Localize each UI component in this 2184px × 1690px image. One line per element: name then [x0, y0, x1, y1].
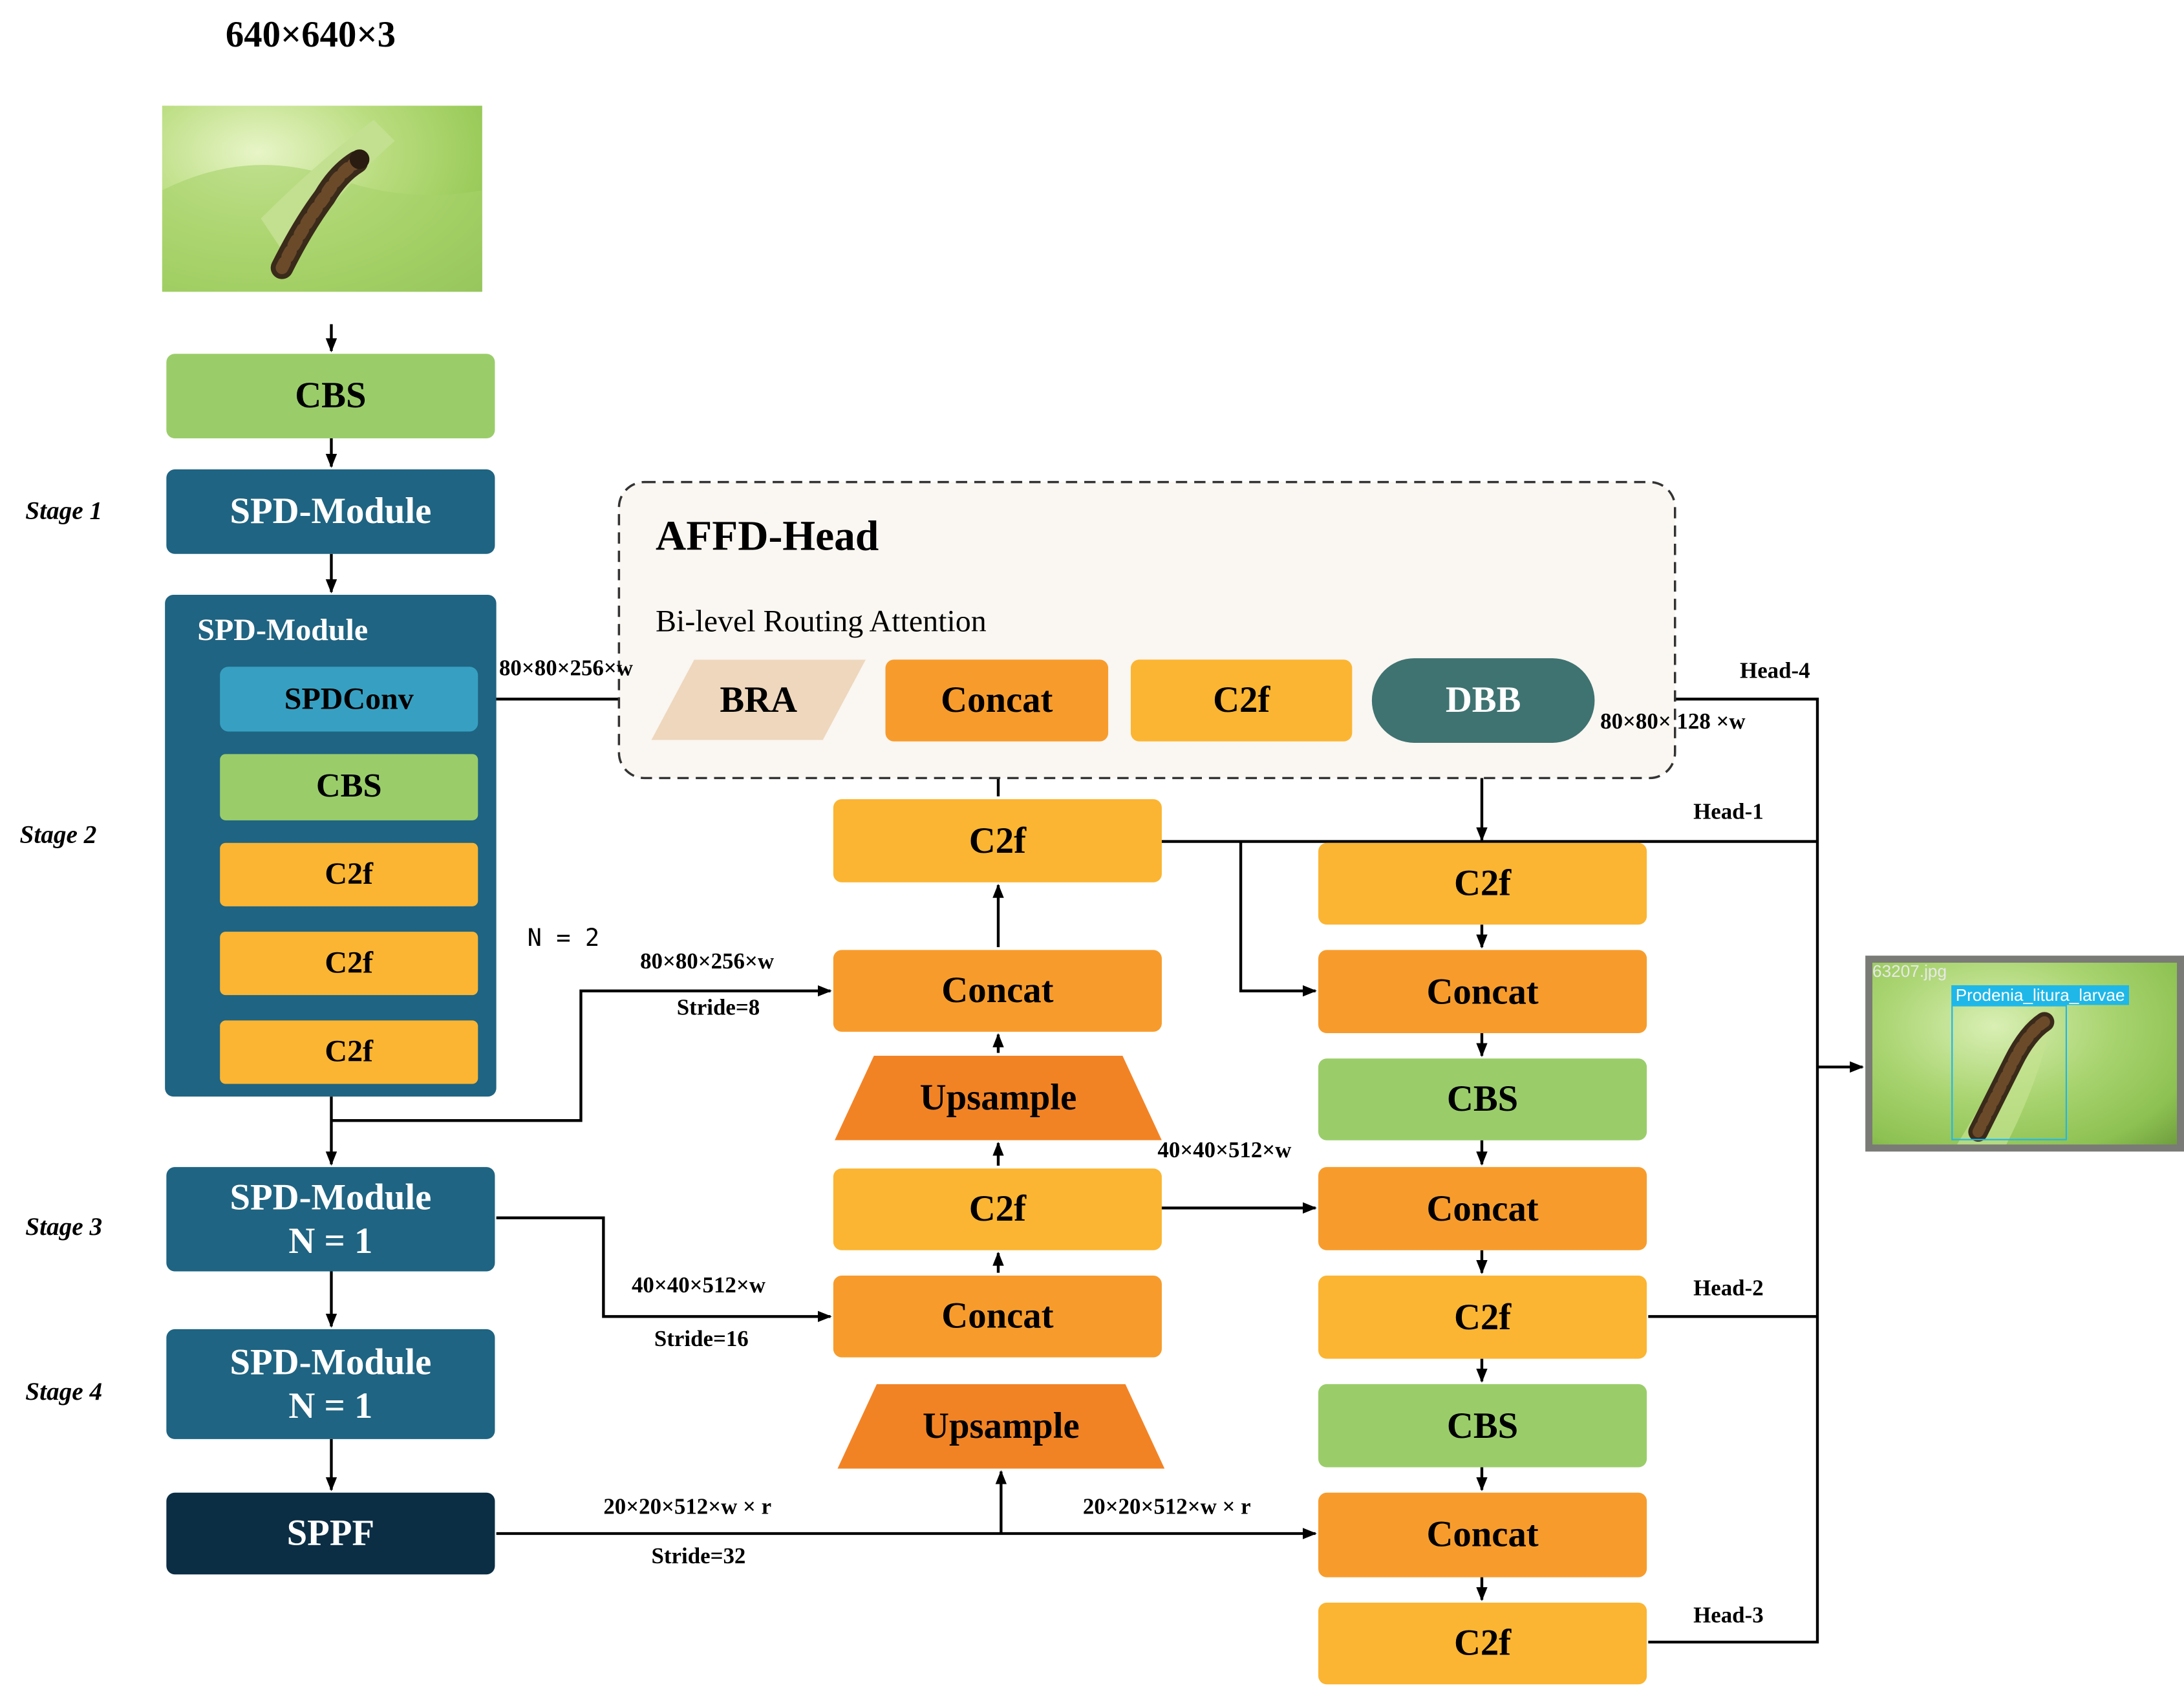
- mid-right-shape-label: 40×40×512×w: [1157, 1139, 1292, 1163]
- output-caterpillar-picture: [1956, 1005, 2056, 1145]
- right-cbs-2: CBS: [1318, 1384, 1647, 1468]
- neck-upsample-1: Upsample: [835, 1055, 1162, 1140]
- input-image: [162, 105, 482, 292]
- dbb-output-shape-label: 80×80× 128 ×w: [1600, 710, 1746, 734]
- sppf-block: SPPF: [166, 1492, 495, 1575]
- input-size-label: 640×640×3: [225, 14, 396, 56]
- stage1-spd-module: SPD-Module: [166, 469, 495, 554]
- stage2-c2f-2: C2f: [220, 932, 478, 996]
- output-filename: 63207.jpg: [1872, 963, 1947, 981]
- right-concat-2: Concat: [1318, 1167, 1647, 1250]
- right-concat-1: Concat: [1318, 950, 1647, 1034]
- head-4-label: Head-4: [1740, 659, 1810, 684]
- stage3-label: Stage 3: [25, 1212, 103, 1241]
- affd-concat: Concat: [885, 659, 1109, 742]
- stage4-spd-module: SPD-Module N = 1: [166, 1329, 495, 1439]
- p4-shape-label: 40×40×512×w: [631, 1274, 765, 1298]
- p5-stride-label: Stride=32: [651, 1545, 746, 1569]
- head-1-label: Head-1: [1693, 800, 1764, 825]
- p5-shape-label: 20×20×512×w × r: [603, 1495, 772, 1520]
- stage2-label: Stage 2: [19, 820, 97, 849]
- affd-head-subtitle: Bi-level Routing Attention: [656, 603, 987, 639]
- p4-stride-label: Stride=16: [654, 1327, 749, 1352]
- detection-bounding-box: [1951, 1005, 2067, 1140]
- right-cbs-1: CBS: [1318, 1058, 1647, 1140]
- neck-c2f-top: C2f: [833, 799, 1162, 882]
- output-detection-image: 63207.jpg Prodenia_litura_larvae: [1865, 956, 2184, 1152]
- dbb-block: DBB: [1371, 658, 1595, 743]
- head-2-label: Head-2: [1693, 1277, 1764, 1301]
- stage4-label: Stage 4: [25, 1377, 103, 1406]
- p3-shape-label: 80×80×256×w: [640, 950, 775, 974]
- affd-head-title: AFFD-Head: [656, 513, 879, 560]
- stage3-module-repeat: N = 1: [288, 1221, 373, 1262]
- neck-upsample-2: Upsample: [837, 1384, 1165, 1469]
- bra-input-shape: 80×80×256×w: [498, 656, 633, 681]
- neck-concat-1: Concat: [833, 950, 1162, 1032]
- detection-class-label: Prodenia_litura_larvae: [1951, 985, 2130, 1005]
- stage2-c2f-3: C2f: [220, 1020, 478, 1084]
- caterpillar-picture: [162, 120, 482, 292]
- spdconv-block: SPDConv: [220, 667, 478, 732]
- backbone-cbs: CBS: [166, 354, 495, 439]
- neck-concat-2: Concat: [833, 1276, 1162, 1358]
- stage3-spd-module: SPD-Module N = 1: [166, 1167, 495, 1272]
- stage4-module-repeat: N = 1: [288, 1385, 373, 1427]
- stage2-cbs: CBS: [220, 754, 478, 820]
- affd-c2f: C2f: [1130, 659, 1353, 742]
- output-photo: 63207.jpg Prodenia_litura_larvae: [1872, 963, 2178, 1145]
- stage3-module-name: SPD-Module: [230, 1177, 432, 1218]
- neck-c2f-mid: C2f: [833, 1168, 1162, 1250]
- stage4-module-name: SPD-Module: [230, 1342, 432, 1383]
- right-c2f-3: C2f: [1318, 1602, 1647, 1685]
- repeat-count-label: N = 2: [527, 925, 600, 953]
- stage2-c2f-1: C2f: [220, 842, 478, 906]
- bottom-right-shape-label: 20×20×512×w × r: [1082, 1495, 1251, 1520]
- right-c2f-2: C2f: [1318, 1276, 1647, 1359]
- p3-stride-label: Stride=8: [676, 996, 760, 1021]
- right-c2f-1: C2f: [1318, 842, 1647, 925]
- head-3-label: Head-3: [1693, 1604, 1764, 1629]
- stage2-module-title: SPD-Module: [197, 612, 369, 647]
- right-concat-3: Concat: [1318, 1492, 1647, 1578]
- stage1-label: Stage 1: [25, 496, 103, 525]
